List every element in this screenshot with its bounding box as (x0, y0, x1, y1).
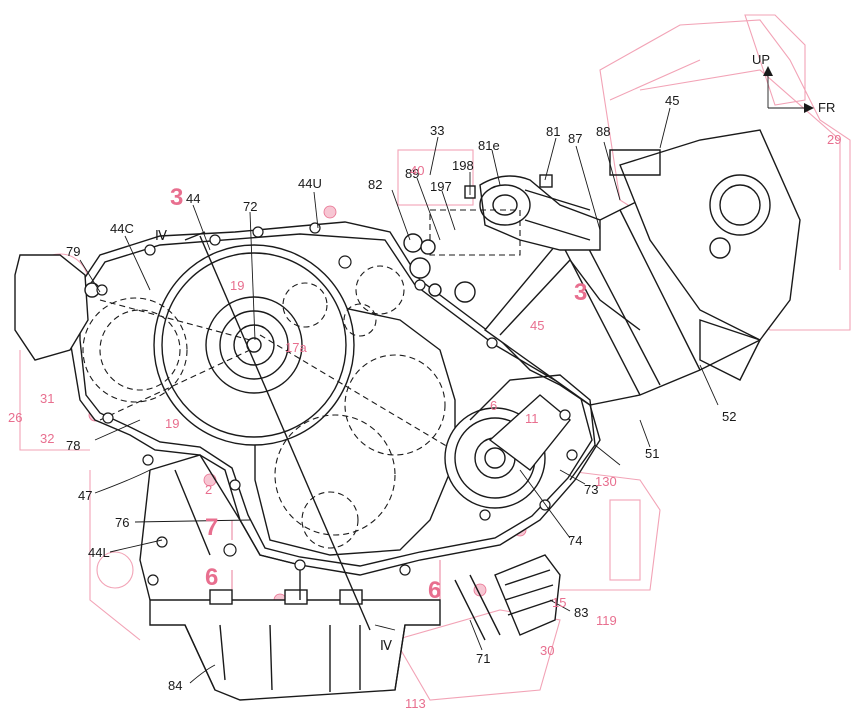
label-6-small: 6 (490, 398, 497, 413)
section-mark-iv-top: Ⅳ (155, 228, 167, 243)
label-79: 79 (66, 244, 80, 259)
label-40: 40 (410, 163, 424, 178)
engine-outline (14, 129, 801, 701)
label-197: 197 (430, 179, 452, 194)
section-mark-3-right: 3 (574, 279, 587, 306)
label-198: 198 (452, 158, 474, 173)
label-45: 45 (665, 93, 679, 108)
label-130: 130 (595, 474, 617, 489)
label-82: 82 (368, 177, 382, 192)
label-26: 26 (8, 410, 22, 425)
section-mark-6-right: 6 (428, 577, 441, 604)
label-2: 2 (205, 482, 212, 497)
labels-pink: 29 40 45 26 31 32 19 19 17a 2 11 6 130 1… (8, 132, 841, 711)
label-33: 33 (430, 123, 444, 138)
label-31: 31 (40, 391, 54, 406)
orientation-indicator (763, 66, 814, 113)
label-30: 30 (540, 643, 554, 658)
label-88: 88 (596, 124, 610, 139)
label-17a: 17a (285, 340, 307, 355)
label-74: 74 (568, 533, 582, 548)
label-44: 44 (186, 191, 200, 206)
label-15: 15 (552, 595, 566, 610)
label-73: 73 (584, 482, 598, 497)
label-44u: 44U (298, 176, 322, 191)
label-78: 78 (66, 438, 80, 453)
label-81e: 81e (478, 138, 500, 153)
label-fr: FR (818, 100, 835, 115)
label-84: 84 (168, 678, 182, 693)
label-52: 52 (722, 409, 736, 424)
leader-lines (79, 107, 719, 684)
section-mark-6-left: 6 (205, 564, 218, 591)
label-51: 51 (645, 446, 659, 461)
label-72: 72 (243, 199, 257, 214)
section-mark-iv-bottom: Ⅳ (380, 638, 392, 653)
labels-black: UP FR 33 44 72 44U 82 89 197 198 81e 81 … (66, 52, 835, 693)
label-47: 47 (78, 488, 92, 503)
label-71: 71 (476, 651, 490, 666)
label-83: 83 (574, 605, 588, 620)
label-19-lower: 19 (165, 416, 179, 431)
label-119: 119 (596, 613, 617, 628)
label-87: 87 (568, 131, 582, 146)
label-89: 89 (405, 166, 419, 181)
label-44c: 44C (110, 221, 134, 236)
label-29: 29 (827, 132, 841, 147)
label-113: 113 (405, 696, 426, 711)
label-45-ghost: 45 (530, 318, 544, 333)
label-81: 81 (546, 124, 560, 139)
label-up: UP (752, 52, 770, 67)
label-11: 11 (525, 411, 539, 426)
section-mark-3-left: 3 (170, 184, 183, 211)
label-44l: 44L (88, 545, 110, 560)
label-32: 32 (40, 431, 54, 446)
label-19-upper: 19 (230, 278, 244, 293)
label-76: 76 (115, 515, 129, 530)
section-mark-7: 7 (205, 514, 218, 541)
